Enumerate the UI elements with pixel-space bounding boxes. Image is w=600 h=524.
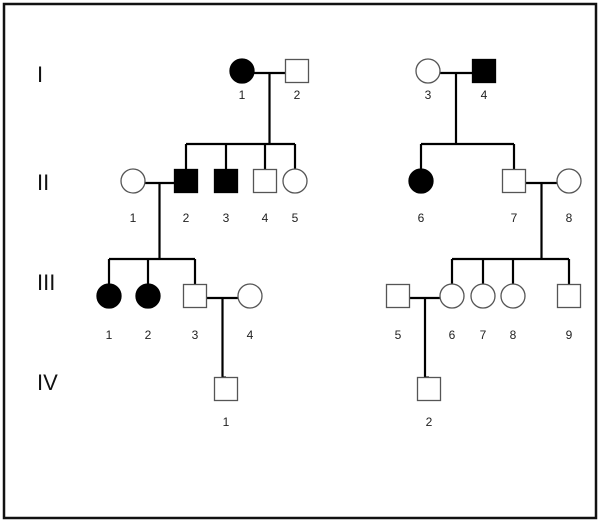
individual-number: 4 bbox=[481, 88, 488, 102]
unaffected-female-symbol bbox=[282, 168, 308, 194]
unaffected-male-symbol bbox=[556, 283, 582, 309]
individual-III-5: 5 bbox=[385, 283, 411, 342]
individual-II-6: 6 bbox=[408, 168, 434, 225]
unaffected-male-symbol bbox=[416, 376, 442, 402]
individual-III-1: 1 bbox=[96, 283, 122, 342]
affected-male-symbol bbox=[213, 168, 239, 194]
unaffected-male-symbol bbox=[501, 168, 527, 194]
individual-I-2: 2 bbox=[284, 58, 310, 102]
individual-III-3: 3 bbox=[182, 283, 208, 342]
unaffected-male-symbol bbox=[213, 376, 239, 402]
individual-number: 1 bbox=[239, 88, 246, 102]
individual-number: 5 bbox=[292, 211, 299, 225]
individual-number: 2 bbox=[145, 328, 152, 342]
individual-number: 4 bbox=[262, 211, 269, 225]
affected-female-symbol bbox=[408, 168, 434, 194]
unaffected-female-symbol bbox=[500, 283, 526, 309]
individual-number: 2 bbox=[183, 211, 190, 225]
individual-II-2: 2 bbox=[173, 168, 199, 225]
individual-number: 3 bbox=[425, 88, 432, 102]
individual-number: 6 bbox=[449, 328, 456, 342]
individual-II-1: 1 bbox=[120, 168, 146, 225]
generation-label-IV: IV bbox=[37, 370, 58, 395]
individual-number: 9 bbox=[566, 328, 573, 342]
unaffected-female-symbol bbox=[556, 168, 582, 194]
individuals: 1 2 3 4 1 2 3 4 5 6 7 8 1 2 3 4 5 6 7 8 9 1 2 bbox=[96, 58, 582, 429]
affected-male-symbol bbox=[471, 58, 497, 84]
unaffected-male-symbol bbox=[385, 283, 411, 309]
individual-III-6: 6 bbox=[439, 283, 465, 342]
individual-III-7: 7 bbox=[470, 283, 496, 342]
individual-III-9: 9 bbox=[556, 283, 582, 342]
individual-number: 6 bbox=[418, 211, 425, 225]
generation-label-III: III bbox=[37, 270, 55, 295]
individual-II-8: 8 bbox=[556, 168, 582, 225]
unaffected-female-symbol bbox=[237, 283, 263, 309]
unaffected-female-symbol bbox=[439, 283, 465, 309]
individual-IV-1: 1 bbox=[213, 376, 239, 429]
affected-male-symbol bbox=[173, 168, 199, 194]
individual-I-3: 3 bbox=[415, 58, 441, 102]
individual-number: 2 bbox=[294, 88, 301, 102]
individual-number: 3 bbox=[192, 328, 199, 342]
individual-III-8: 8 bbox=[500, 283, 526, 342]
individual-number: 3 bbox=[223, 211, 230, 225]
individual-III-2: 2 bbox=[135, 283, 161, 342]
individual-number: 4 bbox=[247, 328, 254, 342]
individual-I-1: 1 bbox=[229, 58, 255, 102]
individual-number: 7 bbox=[480, 328, 487, 342]
individual-number: 1 bbox=[223, 415, 230, 429]
individual-II-3: 3 bbox=[213, 168, 239, 225]
individual-number: 2 bbox=[426, 415, 433, 429]
relationship-lines bbox=[107, 71, 571, 379]
individual-II-4: 4 bbox=[252, 168, 278, 225]
individual-number: 8 bbox=[510, 328, 517, 342]
affected-female-symbol bbox=[96, 283, 122, 309]
unaffected-female-symbol bbox=[470, 283, 496, 309]
unaffected-male-symbol bbox=[252, 168, 278, 194]
unaffected-male-symbol bbox=[182, 283, 208, 309]
individual-III-4: 4 bbox=[237, 283, 263, 342]
affected-female-symbol bbox=[229, 58, 255, 84]
individual-number: 1 bbox=[106, 328, 113, 342]
affected-female-symbol bbox=[135, 283, 161, 309]
individual-I-4: 4 bbox=[471, 58, 497, 102]
individual-II-5: 5 bbox=[282, 168, 308, 225]
individual-number: 1 bbox=[130, 211, 137, 225]
generation-label-I: I bbox=[37, 62, 43, 87]
unaffected-female-symbol bbox=[415, 58, 441, 84]
unaffected-male-symbol bbox=[284, 58, 310, 84]
generation-label-II: II bbox=[37, 170, 49, 195]
individual-number: 7 bbox=[511, 211, 518, 225]
individual-number: 5 bbox=[395, 328, 402, 342]
individual-IV-2: 2 bbox=[416, 376, 442, 429]
unaffected-female-symbol bbox=[120, 168, 146, 194]
individual-number: 8 bbox=[566, 211, 573, 225]
individual-II-7: 7 bbox=[501, 168, 527, 225]
